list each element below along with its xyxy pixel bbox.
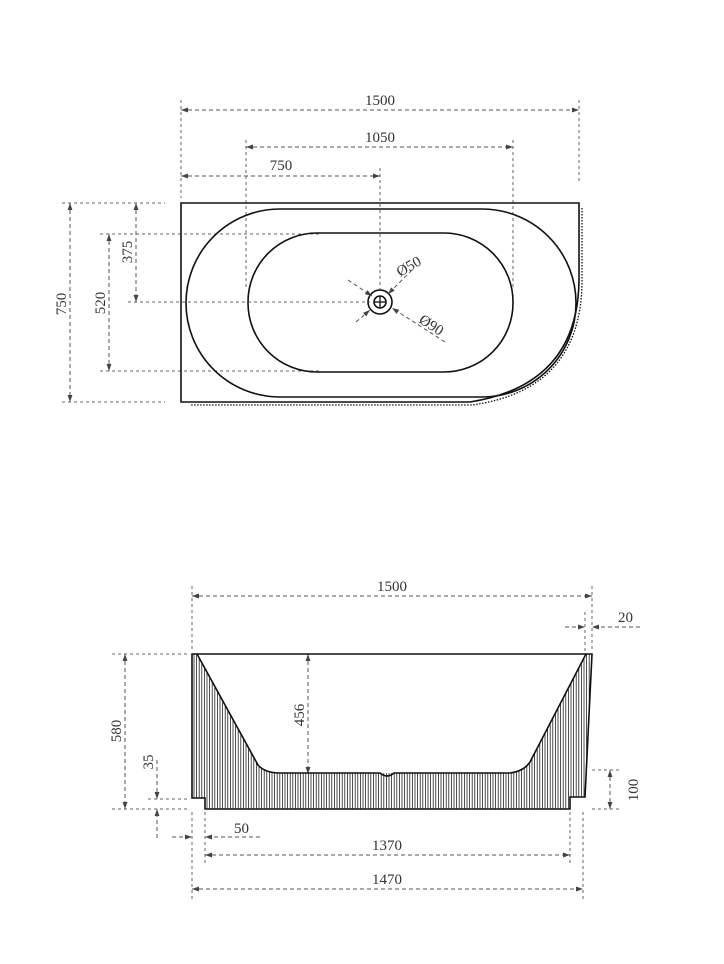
side-dim-label-1470: 1470 [372, 872, 402, 888]
bath-outline-side [191, 653, 593, 810]
dim-label-520: 520 [93, 292, 109, 315]
leader-waste-left [355, 309, 371, 323]
bath-outline-top [180, 202, 580, 403]
side-dim-label-20: 20 [618, 610, 633, 626]
leader-drain-right [387, 269, 413, 295]
top-view: 1500 1050 750 750 520 375 [54, 93, 583, 406]
basin-profile [196, 653, 587, 777]
dim-label-750-horizontal: 750 [270, 158, 293, 174]
ribbed-panel [193, 654, 590, 809]
dim-label-375: 375 [120, 241, 136, 264]
dim-label-1500: 1500 [365, 93, 395, 109]
side-dim-label-50: 50 [234, 821, 249, 837]
drain-outer-ring [367, 289, 393, 315]
leader-waste-right [391, 307, 446, 343]
dim-label-1050: 1050 [365, 130, 395, 146]
side-view: 1500 20 580 35 456 100 50 1370 1470 [109, 579, 642, 900]
basin-inner-floor [247, 232, 514, 373]
leader-drain-left [347, 279, 373, 297]
dim-label-drain-diameter: Ø50 [394, 254, 424, 281]
side-dim-label-100: 100 [626, 779, 642, 802]
side-dim-label-1370: 1370 [372, 838, 402, 854]
side-dim-label-35: 35 [141, 755, 157, 770]
dim-label-waste-diameter: Ø90 [416, 312, 446, 339]
side-dim-label-1500: 1500 [377, 579, 407, 595]
side-dim-label-456: 456 [292, 703, 308, 726]
basin-outer-rim [185, 208, 577, 398]
side-dim-label-580: 580 [109, 720, 125, 743]
dim-label-750-vertical: 750 [54, 293, 70, 316]
ribbed-edge-top [190, 208, 583, 406]
